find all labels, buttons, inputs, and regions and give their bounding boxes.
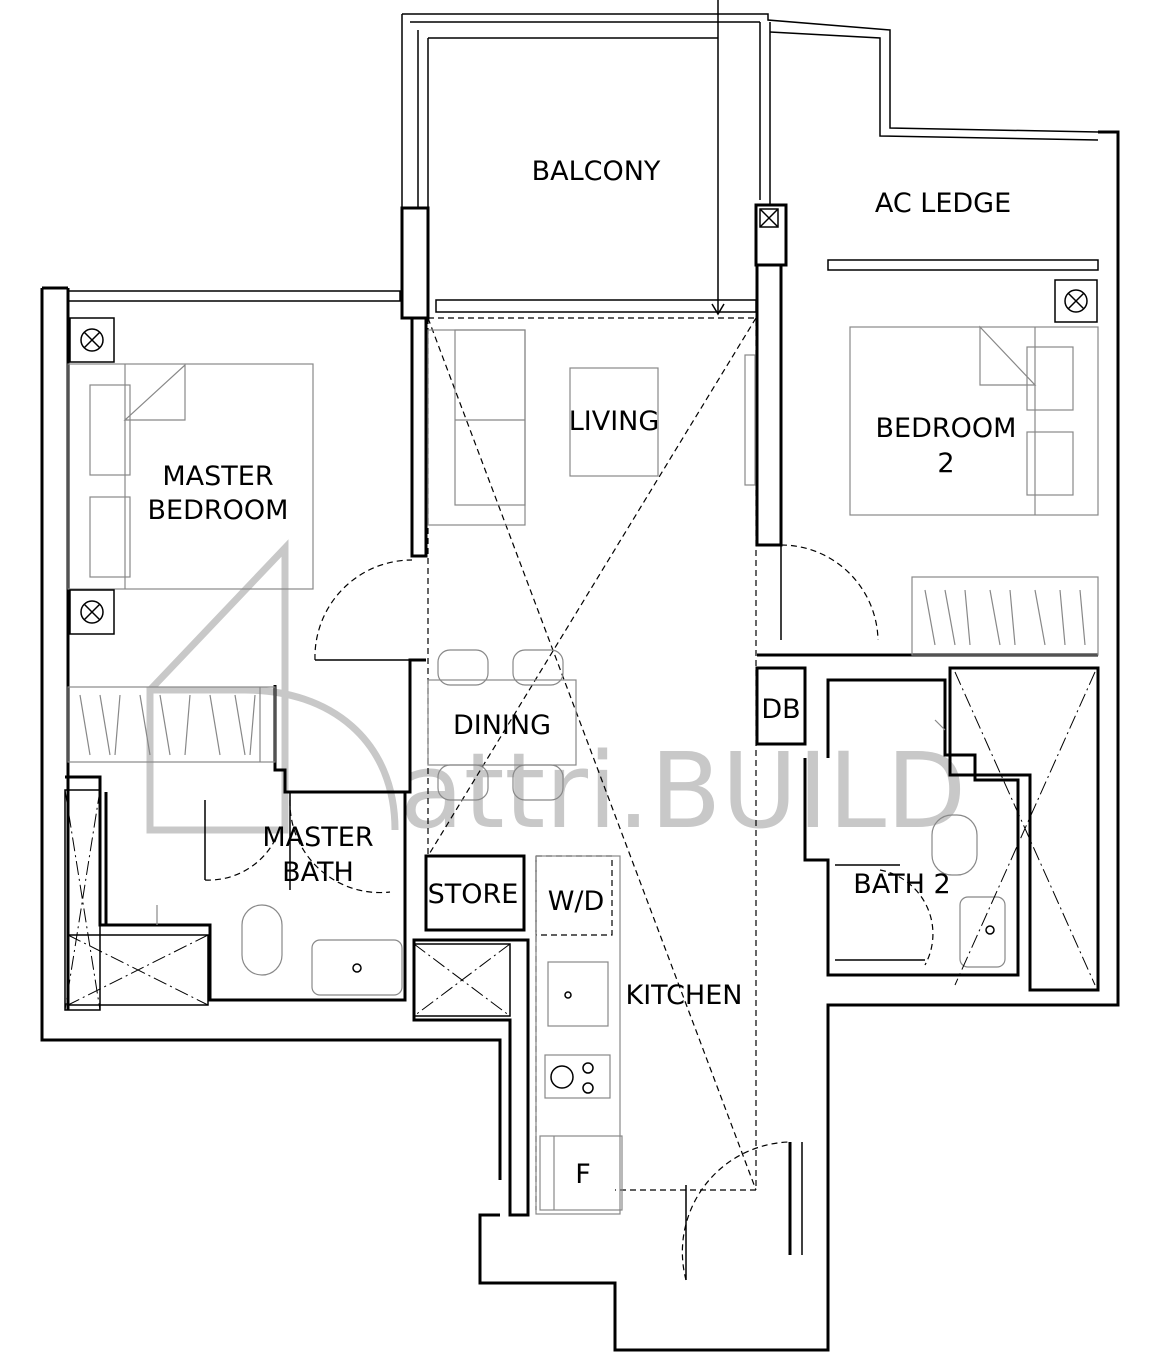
label-master-bedroom-2: BEDROOM [148, 495, 289, 526]
label-master-bath-1: MASTER [262, 822, 373, 853]
label-living: LIVING [569, 406, 660, 437]
label-fridge: F [575, 1159, 591, 1190]
label-dining: DINING [453, 710, 551, 741]
label-ac-ledge: AC LEDGE [875, 188, 1011, 219]
label-kitchen: KITCHEN [626, 980, 743, 1011]
watermark-text: attri.BUILD [400, 730, 966, 852]
label-bedroom2-1: BEDROOM [876, 413, 1017, 444]
label-db: DB [761, 694, 800, 725]
label-master-bath-2: BATH [282, 857, 354, 888]
exterior-walls [40, 0, 1120, 1352]
label-bedroom2-2: 2 [937, 448, 954, 479]
doors [204, 544, 934, 1281]
label-balcony: BALCONY [532, 156, 661, 187]
watermark-logo [146, 539, 399, 834]
label-master-bedroom-1: MASTER [162, 461, 273, 492]
furniture [64, 279, 1099, 1215]
label-wd: W/D [548, 886, 605, 917]
label-bath-2: BATH 2 [853, 869, 950, 900]
label-store: STORE [428, 879, 519, 910]
room-labels: BALCONY AC LEDGE LIVING MASTER BEDROOM B… [148, 156, 1017, 1190]
